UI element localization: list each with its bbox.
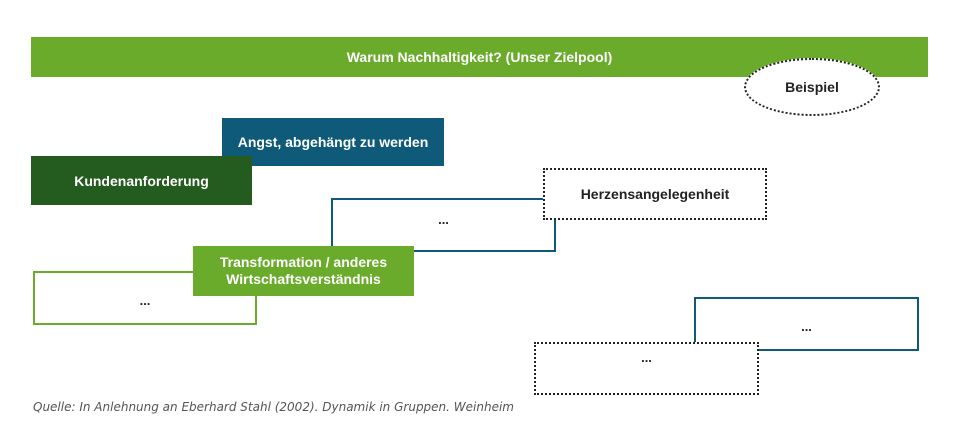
box-herzensangelegenheit-label: Herzensangelegenheit bbox=[580, 186, 730, 202]
box-kundenanforderung-label: Kundenanforderung bbox=[74, 172, 209, 189]
box-placeholder-blue-1-label: ... bbox=[438, 212, 449, 227]
box-angst-label: Angst, abgehängt zu werden bbox=[237, 134, 429, 150]
box-transformation-line2: Wirtschaftsverständnis bbox=[226, 271, 381, 287]
box-transformation-line1: Transformation / anderes bbox=[219, 254, 388, 270]
box-herzensangelegenheit: Herzensangelegenheit bbox=[543, 168, 767, 220]
source-citation: Quelle: In Anlehnung an Eberhard Stahl (… bbox=[33, 400, 514, 414]
box-placeholder-blue-1: ... bbox=[331, 198, 556, 252]
box-angst: Angst, abgehängt zu werden bbox=[222, 118, 444, 166]
diagram-title: Warum Nachhaltigkeit? (Unser Zielpool) bbox=[346, 49, 613, 65]
box-placeholder-green-label: ... bbox=[139, 293, 151, 308]
box-kundenanforderung: Kundenanforderung bbox=[31, 156, 252, 205]
box-placeholder-dotted: ... bbox=[534, 342, 759, 395]
box-placeholder-blue-2-label: ... bbox=[801, 319, 812, 334]
diagram-title-bar: Warum Nachhaltigkeit? (Unser Zielpool) bbox=[31, 37, 928, 77]
box-placeholder-dotted-label: ... bbox=[641, 350, 652, 365]
example-badge: Beispiel bbox=[744, 58, 880, 116]
box-transformation: Transformation / anderes Wirtschaftsvers… bbox=[193, 246, 414, 296]
example-badge-label: Beispiel bbox=[785, 79, 839, 95]
